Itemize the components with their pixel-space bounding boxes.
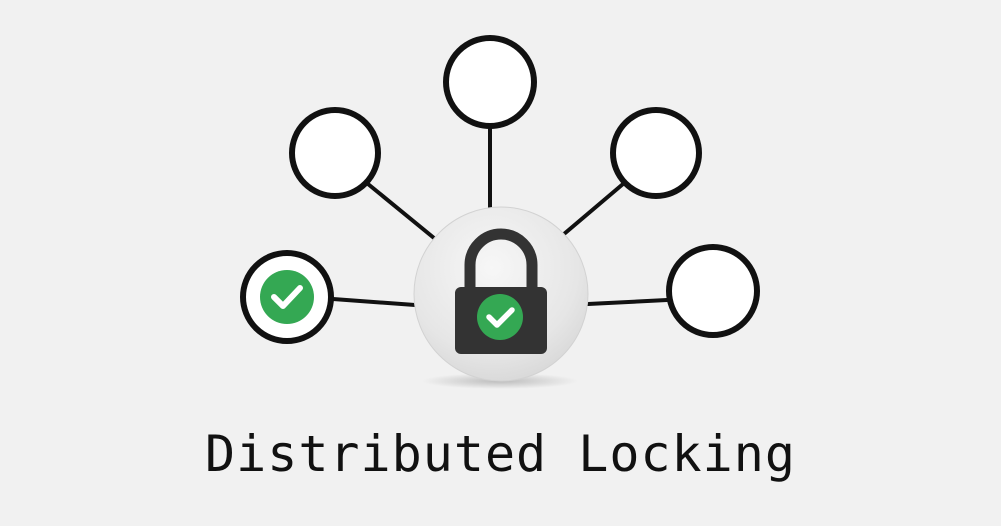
connectors — [331, 127, 669, 307]
connector-upper-left — [366, 182, 436, 240]
node-left — [240, 250, 334, 344]
nodes — [240, 35, 760, 344]
padlock-icon — [455, 228, 547, 354]
page-title: Distributed Locking — [205, 425, 796, 483]
connector-right — [586, 298, 669, 306]
node-upper-left — [289, 107, 381, 199]
lock-hub — [413, 206, 589, 389]
node-upper-right — [610, 107, 702, 199]
node-right — [666, 244, 760, 338]
connector-upper-right — [562, 182, 625, 236]
check-icon — [477, 294, 523, 340]
connector-left — [331, 297, 417, 307]
node-top — [443, 35, 537, 129]
check-icon — [260, 270, 314, 324]
